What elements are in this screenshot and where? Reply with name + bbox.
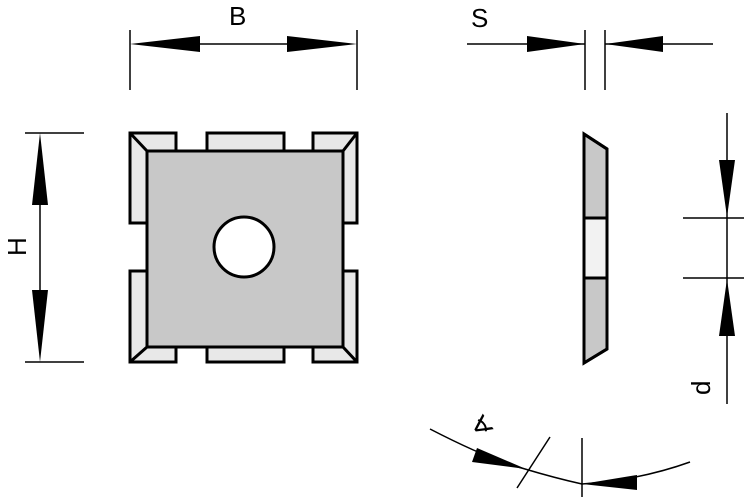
arrow-down-icon xyxy=(719,160,735,217)
arrow-right-icon xyxy=(287,36,357,52)
arrow-up-icon xyxy=(719,279,735,336)
insert-side-view xyxy=(582,131,609,366)
height-dimension xyxy=(25,132,84,363)
width-label: B xyxy=(229,1,246,31)
thickness-label: S xyxy=(471,3,488,33)
insert-front-view xyxy=(128,131,359,364)
mounting-hole xyxy=(212,215,276,279)
hole-diameter-dimension xyxy=(683,113,744,404)
arrow-right-icon xyxy=(472,448,526,469)
arrow-right-icon xyxy=(527,36,585,52)
thickness-dimension xyxy=(467,30,713,90)
arrow-down-icon xyxy=(32,290,48,362)
arrow-left-icon xyxy=(582,475,637,490)
arrow-left-icon xyxy=(130,36,200,52)
angle-label: ∢ xyxy=(464,408,499,445)
arrow-up-icon xyxy=(32,133,48,205)
angle-dimension xyxy=(429,428,691,497)
hole-diameter-label: d xyxy=(686,381,716,395)
arrow-left-icon xyxy=(605,36,663,52)
width-dimension xyxy=(129,30,358,90)
height-label: H xyxy=(2,237,32,256)
